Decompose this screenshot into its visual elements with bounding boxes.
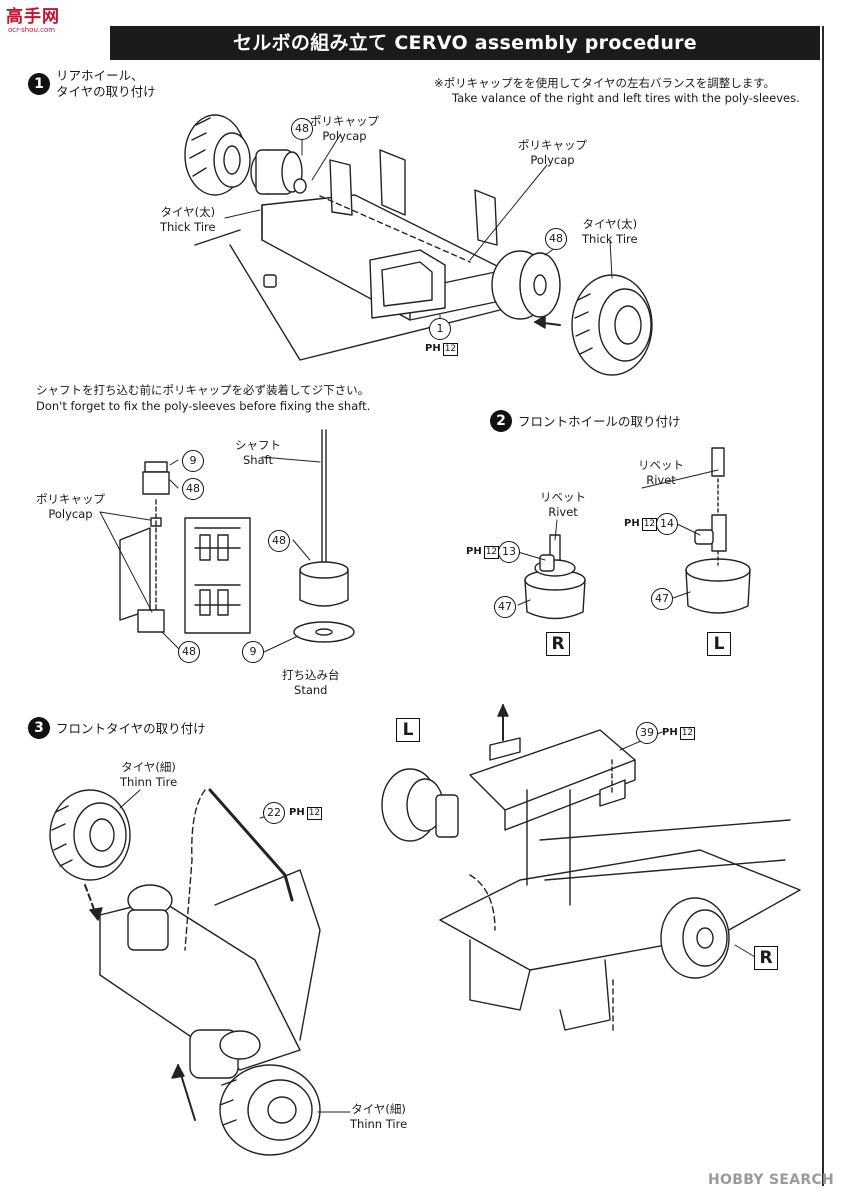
- rear-right-wheel-drawing: [491, 250, 653, 376]
- ph-mark: PH: [289, 807, 305, 818]
- step-2-number: 2: [490, 410, 512, 432]
- stand-label: 打ち込み台 Stand: [282, 668, 340, 697]
- step-2-title: フロントホイールの取り付け: [518, 414, 681, 429]
- shaft-fitting-drawing: [119, 429, 355, 643]
- step-1-title: リアホイール、 タイヤの取り付け: [56, 68, 156, 99]
- balance-note-en: Take valance of the right and left tires…: [452, 91, 800, 105]
- part-number-9: 9: [182, 450, 204, 472]
- ph-box: 12: [483, 546, 500, 559]
- watermark: HOBBY SEARCH: [708, 1172, 835, 1188]
- logo-glyphs: 高手网: [6, 7, 60, 27]
- ph-mark: PH: [662, 727, 678, 738]
- shaft-note-en: Don't forget to fix the poly-sleeves bef…: [36, 399, 371, 413]
- thin-tire-label-top: タイヤ(細) Thinn Tire: [120, 760, 178, 789]
- ph-mark: PH: [624, 518, 640, 529]
- rivet-label-left: リベット Rivet: [638, 458, 684, 487]
- ph-box: 12: [641, 518, 658, 531]
- shaft-label: シャフト Shaft: [235, 438, 281, 467]
- front-tire-left-assembly-drawing: [49, 788, 321, 1156]
- front-suspension-drawing: [381, 704, 801, 1031]
- side-marker-left: L: [396, 718, 420, 742]
- part-number-48: 48: [178, 641, 200, 663]
- part-number-14: 14: [656, 513, 678, 535]
- part-number-22: 22: [263, 802, 285, 824]
- thick-tire-label-left: タイヤ(太) Thick Tire: [160, 205, 216, 234]
- ph-mark: PH: [425, 343, 441, 354]
- rivet-label-right: リベット Rivet: [540, 490, 586, 519]
- part-number-9: 9: [242, 641, 264, 663]
- part-number-47: 47: [494, 596, 516, 618]
- side-marker-left: L: [707, 632, 731, 656]
- page-title: セルボの組み立て CERVO assembly procedure: [110, 26, 820, 60]
- logo-subtitle: ocr-shou.com: [8, 26, 56, 34]
- site-logo: 高手网 ocr-shou.com: [2, 0, 80, 40]
- step-3-number: 3: [28, 717, 50, 739]
- page-frame-line: [822, 26, 824, 1186]
- balance-note-jp: ※ポリキャップをを使用してタイヤの左右バランスを調整します。: [434, 76, 776, 90]
- shaft-note-jp: シャフトを打ち込む前にポリキャップを必ず装着してジ下さい。: [36, 383, 370, 397]
- part-number-13: 13: [498, 541, 520, 563]
- polycap-label-shaft: ポリキャップ Polycap: [36, 492, 105, 521]
- front-wheel-left-drawing: [685, 447, 751, 614]
- part-number-48: 48: [545, 228, 567, 250]
- ph-box: 12: [442, 343, 459, 356]
- rear-chassis-drawing: [194, 149, 506, 361]
- part-number-48: 48: [291, 118, 313, 140]
- polycap-label-left: ポリキャップ Polycap: [310, 114, 379, 143]
- step-3-title: フロントタイヤの取り付け: [56, 721, 206, 736]
- side-marker-right: R: [754, 946, 778, 970]
- thin-tire-label-bottom: タイヤ(細) Thinn Tire: [350, 1102, 408, 1131]
- part-number-48: 48: [268, 530, 290, 552]
- polycap-label-right: ポリキャップ Polycap: [518, 138, 587, 167]
- ph-mark: PH: [466, 546, 482, 557]
- part-number-39: 39: [636, 722, 658, 744]
- step-1-number: 1: [28, 73, 50, 95]
- front-wheel-right-drawing: [524, 534, 586, 620]
- rear-left-wheel-drawing: [184, 114, 307, 196]
- part-number-47: 47: [651, 588, 673, 610]
- part-number-48: 48: [182, 478, 204, 500]
- callout-leader-lines: [99, 134, 756, 1113]
- ph-box: 12: [679, 727, 696, 740]
- part-number-1: 1: [429, 318, 451, 340]
- side-marker-right: R: [546, 632, 570, 656]
- thick-tire-label-right: タイヤ(太) Thick Tire: [582, 217, 638, 246]
- ph-box: 12: [306, 807, 323, 820]
